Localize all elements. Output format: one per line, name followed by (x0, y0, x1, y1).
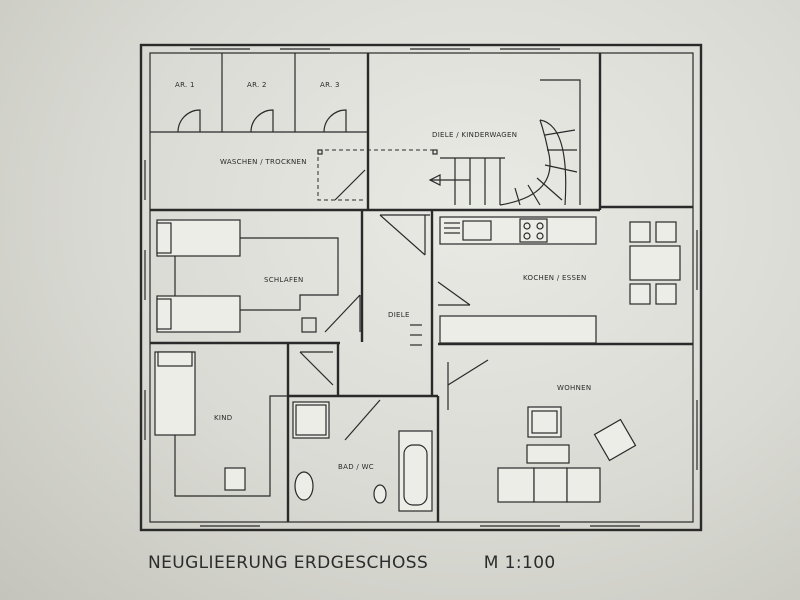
kitchen-furniture (439, 216, 681, 344)
label-bad: BAD / WC (338, 463, 374, 471)
label-schlafen: SCHLAFEN (264, 276, 304, 284)
label-ar3: AR. 3 (320, 81, 340, 89)
label-kind: KIND (214, 414, 232, 422)
label-diele-kinderwagen: DIELE / KINDERWAGEN (432, 131, 517, 139)
hall-doors (344, 214, 489, 441)
label-diele: DIELE (388, 311, 410, 319)
plan-caption: NEUGLIEERUNG ERDGESCHOSS M 1:100 (148, 553, 556, 573)
windows (144, 48, 698, 527)
bathroom-fixtures (292, 401, 433, 512)
staircase (428, 79, 581, 206)
plan-scale: M 1:100 (483, 553, 556, 573)
label-waschen: WASCHEN / TROCKNEN (220, 158, 307, 166)
bedroom-furniture (156, 219, 361, 333)
label-ar2: AR. 2 (247, 81, 267, 89)
label-ar1: AR. 1 (175, 81, 195, 89)
label-wohnen: WOHNEN (557, 384, 591, 392)
storage-doors (177, 109, 347, 133)
child-room-furniture (154, 351, 334, 497)
plan-title: NEUGLIEERUNG ERDGESCHOSS (148, 553, 429, 573)
living-furniture (497, 406, 637, 503)
outer-walls (139, 43, 703, 532)
label-kochen: KOCHEN / ESSEN (523, 274, 587, 282)
room-labels: AR. 1 AR. 2 AR. 3 WASCHEN / TROCKNEN DIE… (175, 81, 591, 471)
laundry-dashed (317, 149, 438, 201)
interior-walls (150, 53, 693, 522)
